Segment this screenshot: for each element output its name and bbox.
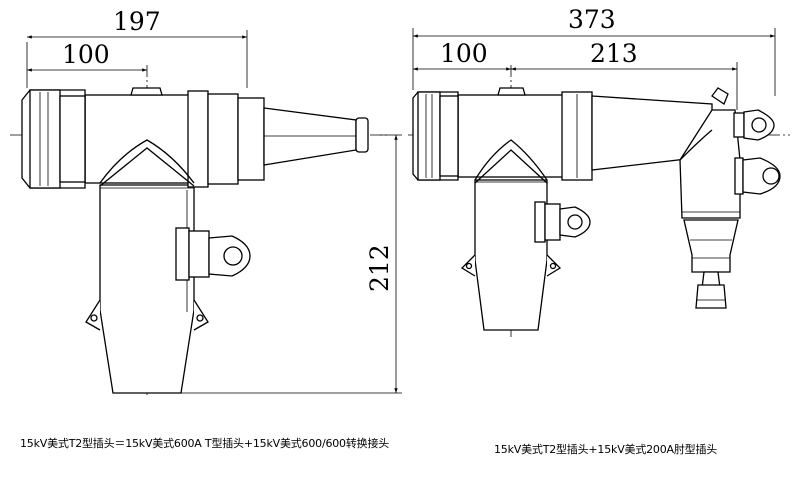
right-dim-partial-left: 100 — [440, 39, 488, 68]
left-connector-drawing: 197 100 212 — [10, 7, 402, 395]
left-caption: 15kV美式T2型插头＝15kV美式600A T型插头+15kV美式600/60… — [20, 437, 390, 450]
left-dim-total: 197 — [113, 7, 161, 36]
right-connector-drawing: 373 100 213 — [408, 5, 790, 340]
left-dim-height: 212 — [365, 244, 394, 292]
left-dim-partial: 100 — [62, 40, 110, 69]
right-dim-total: 373 — [568, 5, 616, 34]
right-caption: 15kV美式T2型插头+15kV美式200A肘型插头 — [494, 443, 718, 456]
right-dim-partial-right: 213 — [590, 39, 638, 68]
